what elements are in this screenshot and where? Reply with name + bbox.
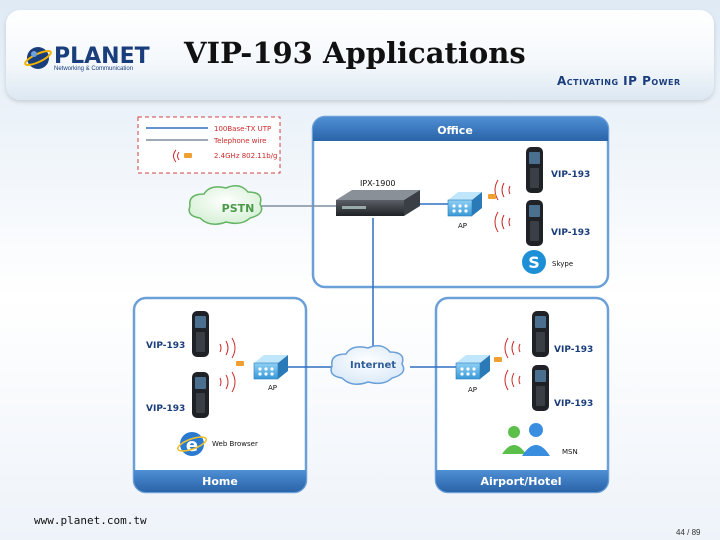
logo-tagline: Networking & Communication <box>54 66 134 72</box>
legend-wifi-icon <box>173 149 192 163</box>
home-ap-icon: AP <box>253 355 288 392</box>
office-title: Office <box>437 124 473 137</box>
skype-label: Skype <box>552 260 573 268</box>
svg-text:S: S <box>528 253 540 272</box>
home-title: Home <box>202 475 238 488</box>
airport-ap-label: AP <box>468 386 477 394</box>
skype-icon: S <box>522 250 546 274</box>
gateway-label: IPX-1900 <box>360 179 396 188</box>
airport-phone-2-label: VIP-193 <box>554 399 593 409</box>
home-ap-label: AP <box>268 384 277 392</box>
internet-label: Internet <box>350 360 396 371</box>
header-bar <box>6 10 714 100</box>
msn-icon <box>502 423 550 456</box>
office-phone-1-icon <box>526 147 543 193</box>
home-phone-2-icon <box>192 372 209 418</box>
web-browser-label: Web Browser <box>212 440 258 448</box>
airport-ap-icon: AP <box>455 355 490 394</box>
airport-title: Airport/Hotel <box>480 475 561 488</box>
office-phone-2-icon <box>526 200 543 246</box>
legend-label-wifi: 2.4GHz 802.11b/g <box>214 152 277 160</box>
office-phone-2-label: VIP-193 <box>551 228 590 238</box>
pstn-cloud: PSTN <box>188 185 263 225</box>
connection-lines <box>260 203 456 368</box>
airport-wifi-icon <box>494 337 521 391</box>
office-ap-label: AP <box>458 222 467 230</box>
office-wifi-icon <box>488 179 511 233</box>
office-phone-1-label: VIP-193 <box>551 170 590 180</box>
home-phone-1-label: VIP-193 <box>146 341 185 351</box>
airport-phone-1-icon <box>532 311 549 357</box>
home-panel: Home <box>132 296 308 494</box>
ipx-gateway: IPX-1900 <box>336 179 420 216</box>
web-browser-icon: e <box>177 432 207 456</box>
home-wifi-icon <box>219 337 244 393</box>
airport-panel: Airport/Hotel <box>434 296 610 494</box>
pstn-label: PSTN <box>222 202 255 215</box>
airport-phone-2-icon <box>532 365 549 411</box>
msn-label: MSN <box>562 448 578 456</box>
home-phone-1-icon <box>192 311 209 357</box>
legend-label-utp: 100Base-TX UTP <box>214 125 271 133</box>
footer-url: www.planet.com.tw <box>34 514 147 527</box>
legend-label-telephone: Telephone wire <box>213 137 266 145</box>
office-ap-icon: AP <box>447 192 482 230</box>
planet-logo-icon <box>24 47 52 69</box>
airport-phone-1-label: VIP-193 <box>554 345 593 355</box>
home-phone-2-label: VIP-193 <box>146 404 185 414</box>
slogan: Activating IP Power <box>557 74 681 88</box>
logo-name: PLANET <box>54 44 150 69</box>
legend-box: 100Base-TX UTP Telephone wire 2.4GHz 802… <box>137 116 281 174</box>
page-title: VIP-193 Applications <box>184 36 526 70</box>
page-number: 44 / 89 <box>676 528 701 537</box>
internet-cloud: Internet <box>330 345 405 385</box>
